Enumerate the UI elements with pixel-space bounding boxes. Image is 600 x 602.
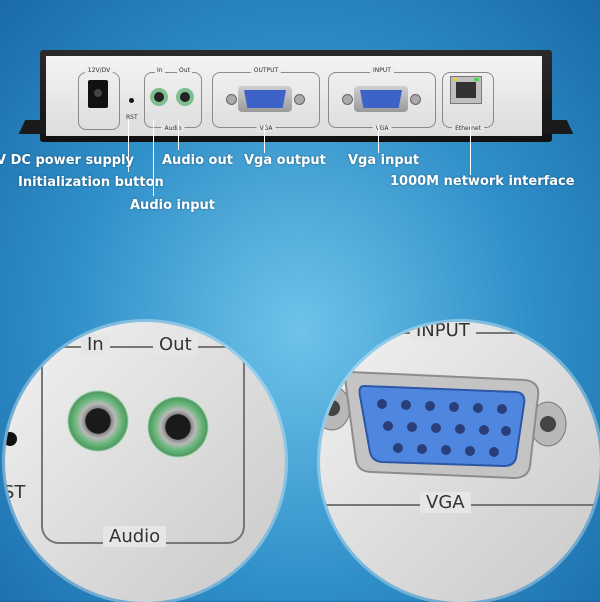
- leader-vga-in: [378, 125, 379, 153]
- ethernet-frame: Ethernet: [442, 72, 494, 132]
- dc-power-jack: [88, 80, 108, 108]
- vga-output-frame: OUTPUT VGA: [212, 67, 320, 132]
- closeup-reset-hole: [5, 432, 17, 446]
- vga-input-port: [342, 86, 421, 112]
- audio-closeup-frame: [41, 346, 245, 544]
- reset-button: [129, 98, 134, 103]
- ethernet-label: Ethernet: [452, 125, 484, 132]
- panel-face: 12V/DV RST In Out Audio OUTPUT VGA INPUT…: [46, 56, 542, 136]
- closeup-in-label: In: [81, 334, 110, 355]
- closeup-out-label: Out: [153, 334, 198, 355]
- vga-output-annotation: Vga output: [244, 153, 326, 168]
- audio-input-annotation: Audio input: [130, 198, 216, 213]
- closeup-audio-in-jack: [67, 390, 129, 452]
- network-annotation: 1000M network interface: [390, 174, 575, 189]
- leader-init: [128, 120, 129, 172]
- audio-out-label: Out: [177, 67, 192, 74]
- dc-frame: 12V/DV: [78, 67, 120, 130]
- audio-label: Audio: [161, 125, 185, 132]
- leader-audio-in: [153, 120, 154, 196]
- ethernet-port: [450, 76, 482, 104]
- closeup-input-label: INPUT: [410, 322, 476, 341]
- closeup-audio-label: Audio: [103, 526, 167, 547]
- init-button-annotation: Initialization button: [18, 175, 164, 190]
- vga-input-annotation: Vga input: [348, 153, 420, 168]
- audio-in-label: In: [155, 67, 165, 74]
- closeup-vga-label: VGA: [420, 492, 471, 513]
- vga-closeup: INPUT VGA: [320, 322, 600, 602]
- closeup-rst-fragment: ST: [5, 482, 26, 503]
- vga-input-vga-label: VGA: [372, 125, 392, 132]
- leader-audio-out: [178, 120, 179, 150]
- audio-closeup: In Out Audio ST: [5, 322, 285, 602]
- input-label: INPUT: [370, 67, 394, 74]
- power-supply-annotation: V DC power supply: [0, 153, 134, 168]
- vga-input-frame: INPUT VGA: [328, 67, 436, 132]
- audio-frame: In Out Audio: [144, 67, 202, 132]
- vga-output-vga-label: VGA: [256, 125, 276, 132]
- closeup-vga-connector: [320, 370, 567, 480]
- vga-output-port: [226, 86, 305, 112]
- output-label: OUTPUT: [250, 67, 282, 74]
- audio-in-jack: [150, 88, 168, 106]
- leader-vga-out: [264, 125, 265, 153]
- audio-out-jack: [176, 88, 194, 106]
- closeup-audio-out-jack: [147, 396, 209, 458]
- leader-network: [470, 125, 471, 175]
- mounting-ear-right: [536, 120, 574, 134]
- dc-label: 12V/DV: [84, 67, 114, 74]
- audio-out-annotation: Audio out: [162, 153, 233, 168]
- device-back-panel: 12V/DV RST In Out Audio OUTPUT VGA INPUT…: [18, 50, 574, 142]
- rst-label: RST: [126, 114, 138, 121]
